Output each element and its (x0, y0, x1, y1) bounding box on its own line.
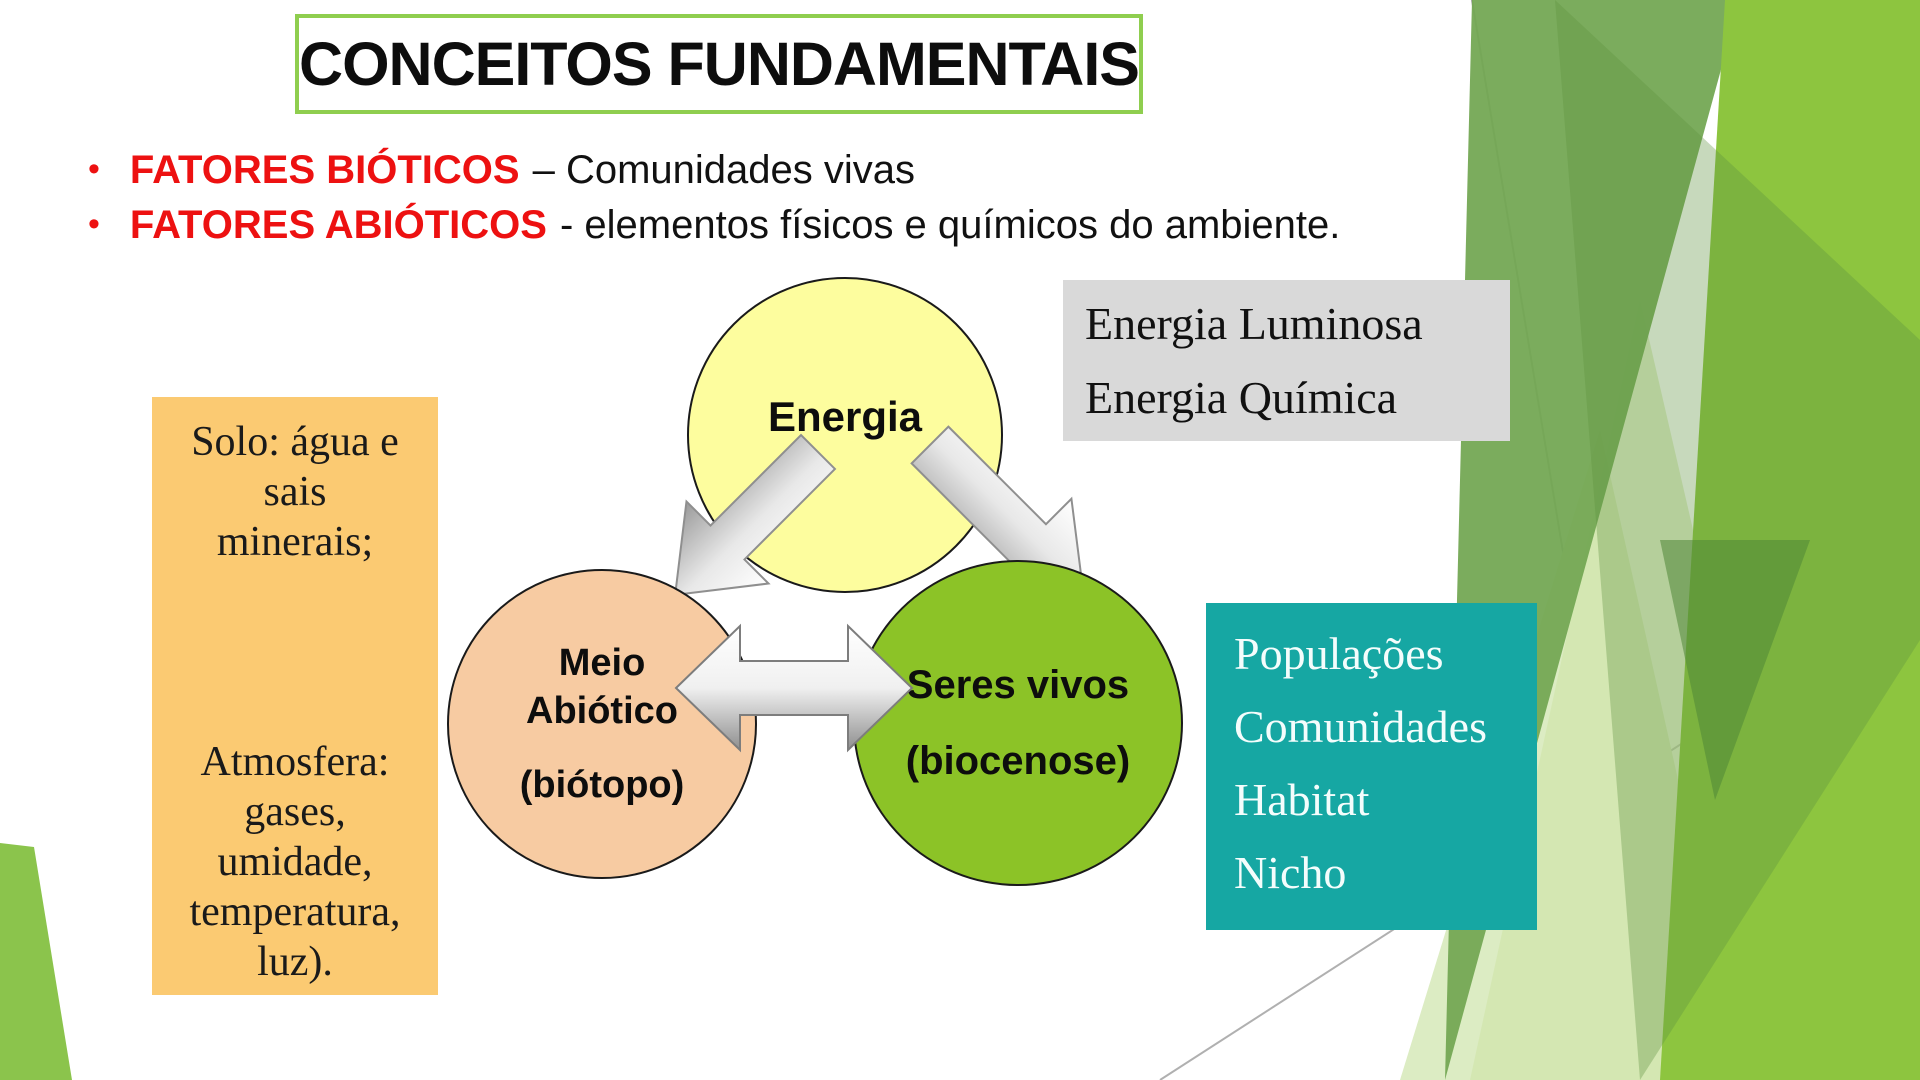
energy-type-chemical: Energia Química (1085, 372, 1398, 424)
ecology-line-populations: Populações (1234, 628, 1444, 679)
atmosphere-line: Atmosfera: (200, 739, 390, 785)
soil-line: minerais; (216, 519, 374, 565)
corner-wedge (0, 843, 72, 1080)
bullet-text: – Comunidades vivas (532, 148, 915, 192)
atmosphere-line: temperatura, (189, 889, 401, 935)
energy-circle-label: Energia (767, 393, 923, 440)
abiotic-circle-label-2: Abiótico (526, 690, 678, 732)
bullet-marker: • (88, 150, 100, 188)
bullet-term: FATORES ABIÓTICOS (129, 203, 547, 247)
soil-lines: Solo: água e sais minerais; (152, 417, 438, 567)
bullet-marker: • (88, 205, 100, 243)
living-circle: Seres vivos (biocenose) (853, 560, 1183, 886)
page-title: CONCEITOS FUNDAMENTAIS (299, 30, 1140, 98)
abiotic-circle-label-1: Meio (558, 642, 646, 684)
ecology-line-niche: Nicho (1234, 847, 1347, 898)
abiotic-circle-label-3: (biótopo) (519, 764, 685, 806)
energy-type-luminous: Energia Luminosa (1085, 297, 1423, 349)
facet-dark-notch (1660, 540, 1810, 800)
ecology-levels-box: Populações Comunidades Habitat Nicho (1206, 603, 1537, 930)
living-circle-label-1: Seres vivos (906, 663, 1130, 707)
ecology-line-communities: Comunidades (1234, 701, 1487, 752)
bullet-term: FATORES BIÓTICOS (129, 148, 520, 192)
bullet-biotic-factors: • FATORES BIÓTICOS – Comunidades vivas (88, 148, 915, 193)
bullet-abiotic-factors: • FATORES ABIÓTICOS - elementos físicos … (88, 203, 1340, 248)
ecology-line-habitat: Habitat (1234, 774, 1370, 825)
soil-atmosphere-box: Solo: água e sais minerais; Atmosfera: g… (152, 397, 438, 995)
atmosphere-lines: Atmosfera: gases, umidade, temperatura, … (152, 737, 438, 987)
abiotic-circle: Meio Abiótico (biótopo) (447, 569, 757, 879)
soil-line: sais (263, 469, 327, 515)
energy-types-box: Energia Luminosa Energia Química (1063, 280, 1510, 441)
atmosphere-line: gases, (244, 789, 346, 835)
title-box: CONCEITOS FUNDAMENTAIS (295, 14, 1143, 114)
living-circle-label-2: (biocenose) (905, 739, 1131, 783)
soil-line: Solo: água e (191, 419, 399, 465)
bullet-text: - elementos físicos e químicos do ambien… (559, 203, 1341, 247)
atmosphere-line: luz). (257, 939, 333, 985)
atmosphere-line: umidade, (217, 839, 373, 885)
energy-circle: Energia (687, 277, 1003, 593)
